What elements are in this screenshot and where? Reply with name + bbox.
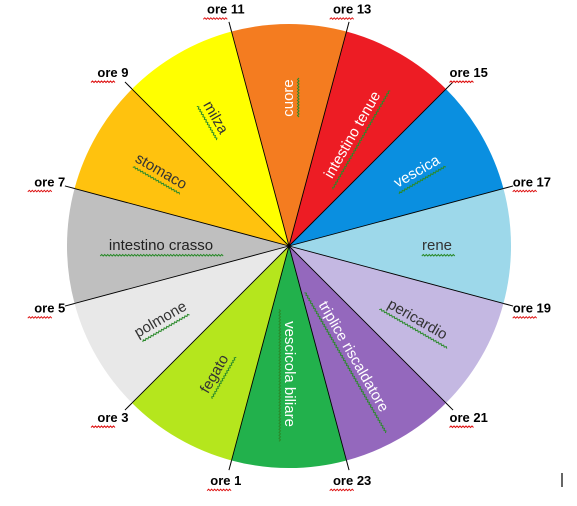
segment-separator [131,245,290,404]
hour-tick [64,302,75,307]
hour-label-11: ore 11 [207,2,245,17]
organ-label-group: intestino crasso [99,237,224,257]
spellcheck-underline [329,17,355,21]
organ-label-cuore: cuore [280,79,297,117]
segment-intestino-crasso [66,188,290,304]
spellcheck-underline [398,165,447,195]
hour-tick [445,81,454,90]
spellcheck-underline [449,80,474,84]
segment-separator [231,31,290,247]
hour-tick [345,460,350,471]
segment-separator [131,88,290,247]
spellcheck-underline [512,315,538,319]
hour-label-15: ore 15 [450,65,488,80]
organ-label-group: vescicola biliare [278,309,298,442]
spellcheck-underline [211,356,237,400]
segment-separator [231,245,290,461]
segment-vescicola-biliare [231,246,347,469]
hour-tick [445,402,454,411]
organ-label-vescicola-biliare: vescicola biliare [281,321,298,427]
spellcheck-underline [512,189,538,193]
spellcheck-underline [296,77,300,118]
segment-separator [288,245,347,461]
hour-tick [228,21,233,32]
spellcheck-underline [449,425,474,429]
spellcheck-underline [196,105,218,141]
hour-label-19: ore 19 [513,301,551,316]
segment-separator [288,245,447,404]
spellcheck-underline [329,488,355,492]
segment-fegato [132,246,289,461]
spellcheck-underline [90,80,116,84]
spellcheck-underline [132,166,181,195]
segment-separator [74,245,290,304]
spellcheck-underline [278,309,282,442]
spellcheck-underline [90,425,116,429]
hour-tick [124,81,133,90]
segment-vescica [289,89,504,247]
hour-label-21: ore 21 [450,410,488,425]
hour-tick [503,302,514,307]
spellcheck-underline [142,313,190,343]
segment-cuore [231,23,347,247]
spellcheck-underline [27,189,53,193]
organ-label-intestino-crasso: intestino crasso [109,237,213,254]
hour-label-7: ore 7 [34,174,65,189]
segment-separator [74,188,290,247]
hour-label-17: ore 17 [513,174,551,189]
segment-pericardio [289,246,504,403]
segment-separator [288,31,347,247]
organ-label-group: cuore [280,77,300,118]
segment-separator [288,188,504,247]
segment-separator [288,245,504,304]
spellcheck-underline [202,17,228,21]
segment-polmone [74,246,289,403]
segment-intestino-tenue [289,31,446,247]
spellcheck-underline [379,308,448,349]
hour-labels: ore 1 ore 3 ore 5 ore 7 ore 9 ore 11 ore 13 ore… [27,2,551,492]
segment-triplice-riscaldatore [289,246,446,461]
hour-label-3: ore 3 [97,410,128,425]
spellcheck-underline [304,292,387,434]
spellcheck-underline [27,315,53,319]
hour-label-9: ore 9 [97,65,128,80]
spellcheck-underline [206,488,232,492]
spellcheck-underline [331,90,391,190]
segment-separator [288,88,447,247]
hour-tick [345,21,350,32]
wheel-segments [66,23,512,469]
hour-tick [124,402,133,411]
spellcheck-underline [421,253,456,257]
organ-label-group: rene [421,237,456,257]
wheel-separators [74,31,504,461]
segment-milza [132,31,289,247]
hour-label-1: ore 1 [210,473,241,488]
hour-label-23: ore 23 [333,473,371,488]
hour-label-5: ore 5 [34,301,65,316]
hour-tick [228,460,233,471]
segment-rene [289,188,512,304]
hour-tick [503,185,514,190]
organ-label-rene: rene [422,237,452,254]
hour-tick [64,185,75,190]
spellcheck-underline [99,253,224,257]
hour-label-13: ore 13 [333,2,371,17]
segment-stomaco [74,89,289,247]
